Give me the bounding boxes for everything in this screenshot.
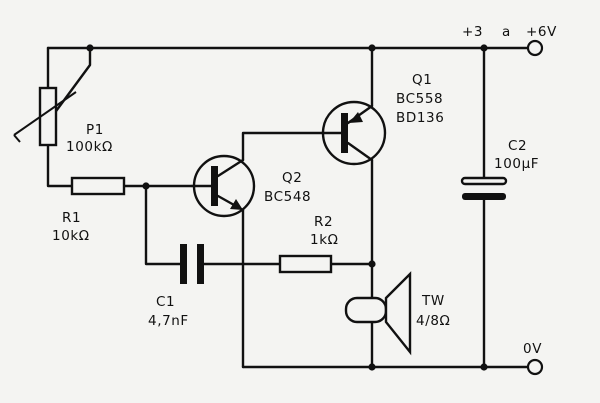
ground-terminal: [526, 358, 544, 376]
p1-value: 100kΩ: [66, 139, 113, 155]
c1-plate-right: [197, 244, 204, 284]
junction-dot: [368, 260, 376, 268]
wires: [46, 46, 530, 369]
supply-label-max: +6V: [526, 24, 557, 40]
c2-plate-negative: [462, 193, 506, 200]
q2-type: BC548: [264, 189, 311, 205]
q2-base-bar: [211, 166, 218, 206]
q1-emitter-arrow: [349, 112, 363, 123]
r2-value: 1kΩ: [310, 232, 339, 248]
potentiometer-p1: [13, 86, 77, 147]
junction-dot: [86, 44, 94, 52]
resistor-r2: [278, 254, 333, 274]
q2-ref: Q2: [282, 170, 302, 186]
supply-label-a: a: [502, 24, 511, 40]
q1-collector-lead: [346, 141, 374, 162]
wire-node-c1: [144, 184, 182, 266]
c1-value: 4,7nF: [148, 313, 189, 329]
r2-ref: R2: [314, 214, 333, 230]
c1-ref: C1: [156, 294, 175, 310]
junction-dot: [368, 44, 376, 52]
tw-value: 4/8Ω: [416, 313, 450, 329]
capacitor-c2: [460, 176, 508, 200]
r1-ref: R1: [62, 210, 81, 226]
capacitor-c1: [180, 244, 204, 284]
speaker-tw: [344, 271, 412, 356]
junction-dot: [480, 363, 488, 371]
supply-label-plus: +3: [462, 24, 483, 40]
c1-plate-left: [180, 244, 187, 284]
r1-value: 10kΩ: [52, 228, 90, 244]
c2-value: 100µF: [494, 156, 539, 172]
p1-adjust-arrow: [13, 91, 77, 136]
q1-ref: Q1: [412, 72, 432, 88]
transistor-q2: [190, 154, 256, 218]
wire-p1-wiper: [46, 46, 92, 124]
p1-ref: P1: [86, 122, 104, 138]
junction-dot: [368, 363, 376, 371]
junctions: [86, 44, 488, 371]
p1-adjust-foot: [13, 134, 21, 143]
transistor-q1: [320, 100, 387, 166]
resistor-r1: [70, 176, 126, 196]
tw-cone: [384, 271, 412, 356]
c2-plate-positive: [460, 176, 508, 186]
q1-base-bar: [341, 113, 348, 153]
q1-type-b: BD136: [396, 110, 444, 126]
wire-q2c-q1b: [241, 131, 324, 162]
c2-ref: C2: [508, 138, 527, 154]
ground-label: 0V: [523, 341, 542, 357]
junction-dot: [480, 44, 488, 52]
q2-emitter-arrow: [230, 199, 243, 210]
supply-terminal: [526, 39, 544, 57]
q1-type-a: BC558: [396, 91, 443, 107]
labels: +3 a +6V 0V P1 100kΩ R1 10kΩ R2 1kΩ C1 4…: [52, 24, 557, 357]
tw-magnet: [344, 296, 388, 324]
wire-p1-bottom: [46, 143, 74, 188]
tw-ref: TW: [421, 293, 445, 309]
junction-dot: [142, 182, 150, 190]
q2-collector-lead: [216, 158, 245, 178]
